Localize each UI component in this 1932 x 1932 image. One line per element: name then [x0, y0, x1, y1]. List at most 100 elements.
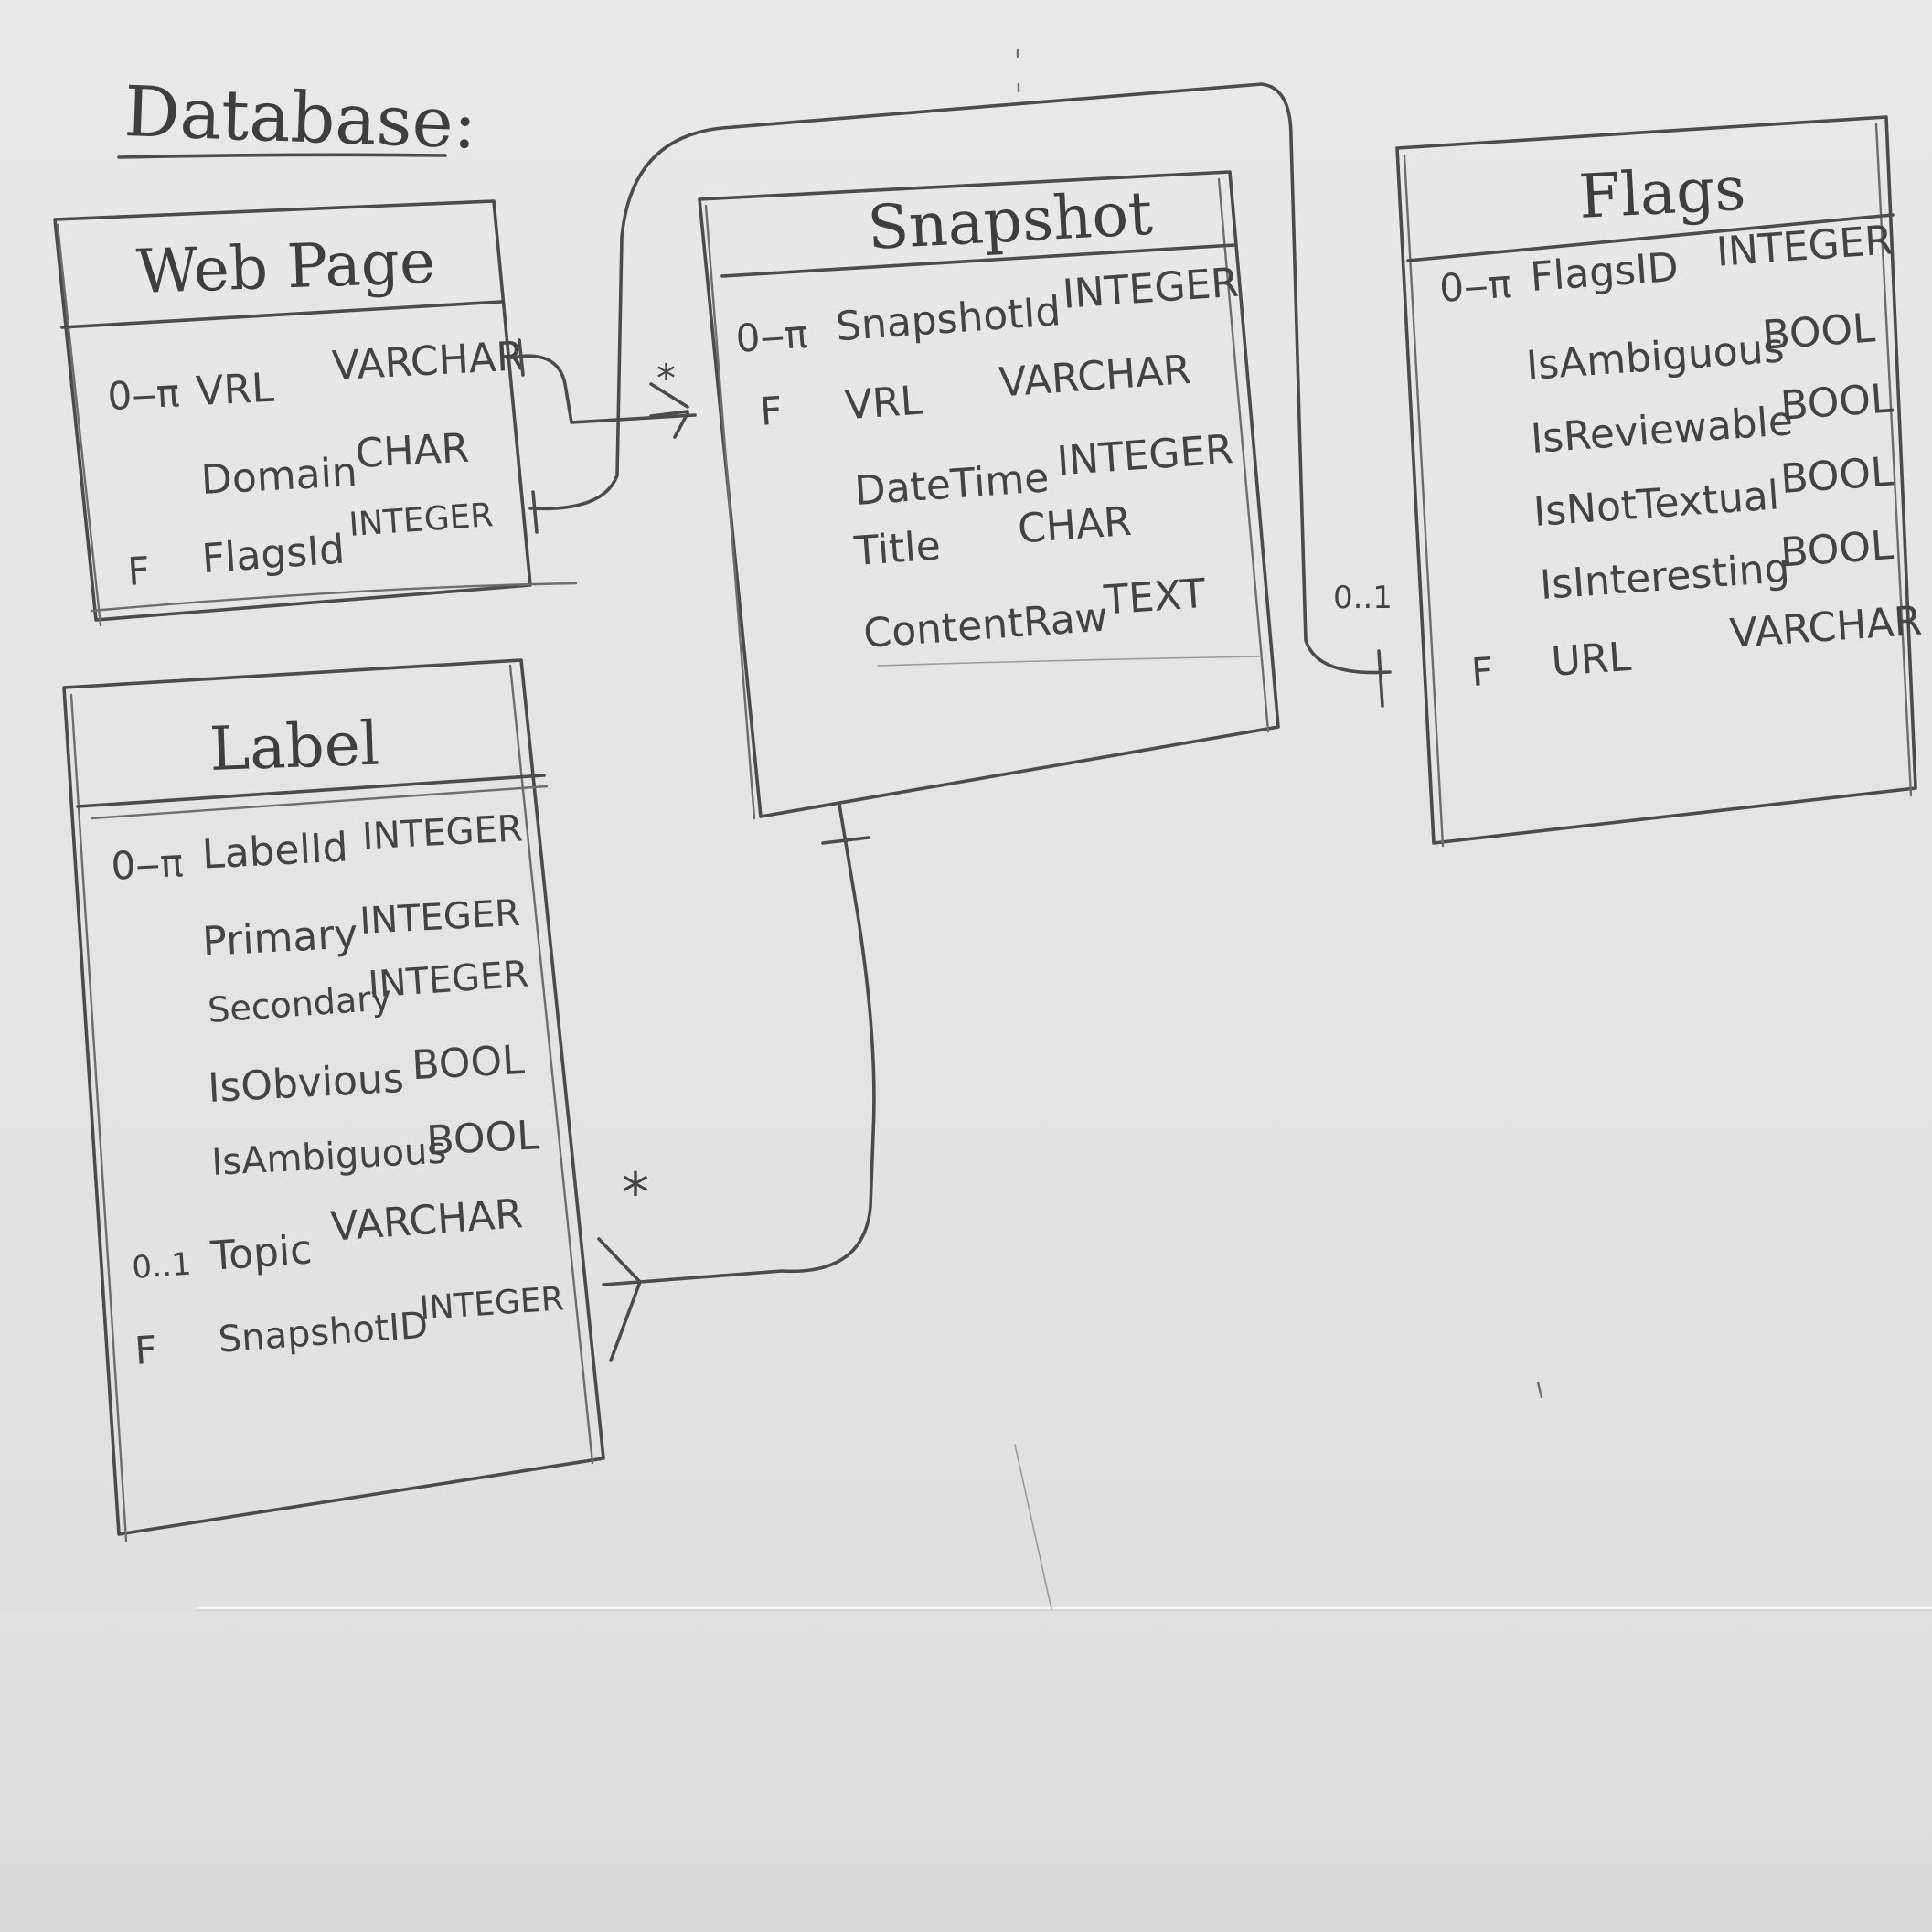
snapshot-border-right-double — [1217, 177, 1270, 733]
relationship-snapshot-flags: 0..1 — [1333, 580, 1393, 708]
snapshot-type-snapshotid: INTEGER — [1061, 260, 1240, 318]
snapshot-type-datetime: INTEGER — [1055, 426, 1234, 485]
flags-column-isreviewable: IsReviewable — [1530, 398, 1795, 463]
snapshot-row-datetime: DateTime INTEGER — [853, 426, 1234, 515]
label-row-isobvious: IsObvious BOOL — [207, 1037, 526, 1112]
foreign-key-marker: F — [759, 388, 785, 434]
stray-pencil-dots — [1016, 48, 1020, 93]
flags-row-isreviewable: IsReviewable BOOL — [1530, 375, 1895, 463]
webpage-border-extension — [90, 582, 578, 613]
title-underline — [117, 153, 447, 159]
webpage-header-divider — [60, 300, 503, 329]
snapshot-column-url: VRL — [843, 377, 924, 429]
flags-column-isinteresting: IsInteresting — [1539, 545, 1791, 609]
snapshot-column-snapshotid: SnapshotId — [834, 288, 1062, 350]
label-type-snapshotid: INTEGER — [419, 1280, 565, 1328]
label-type-isambiguous: BOOL — [425, 1112, 540, 1164]
stray-pencil-mark — [1014, 1444, 1052, 1610]
flags-header-divider — [1406, 213, 1895, 262]
webpage-column-url: VRL — [195, 365, 275, 415]
snapshot-column-title: Title — [852, 523, 943, 576]
relationship-webpage-snapshot: * — [506, 82, 1392, 675]
one-tick-mark-flags — [1377, 649, 1384, 708]
label-row-snapshotid: F SnapshotID INTEGER — [133, 1280, 565, 1373]
webpage-row-url: 0‒π VRL VARCHAR — [106, 333, 526, 419]
many-marker: * — [656, 356, 676, 400]
label-column-snapshotid: SnapshotID — [217, 1305, 429, 1361]
webpage-type-url: VARCHAR — [331, 333, 526, 390]
label-type-labelid: INTEGER — [361, 807, 524, 858]
flags-column-isnottextual: IsNotTextual — [1532, 472, 1781, 536]
snapshot-type-title: CHAR — [1016, 498, 1133, 553]
label-type-secondary: INTEGER — [367, 954, 529, 1007]
label-row-secondary: Secondary INTEGER — [207, 954, 530, 1030]
label-column-topic: Topic — [208, 1226, 314, 1280]
primary-key-marker: 0‒π — [106, 370, 180, 419]
flags-row-flagsid: 0‒π FlagsID INTEGER — [1438, 217, 1895, 311]
many-marker: * — [622, 1161, 649, 1225]
snapshot-row-title: Title CHAR — [852, 498, 1133, 576]
snapshot-type-url: VARCHAR — [998, 347, 1192, 407]
label-column-labelid: LabelId — [201, 824, 349, 878]
label-row-topic: 0..1 Topic VARCHAR — [131, 1190, 524, 1286]
webpage-column-flagsid: FlagsId — [200, 526, 346, 582]
flags-column-isambiguous: IsAmbiguous — [1525, 325, 1786, 390]
primary-key-marker: 0‒π — [110, 840, 184, 889]
relationship-snapshot-label: * — [597, 803, 876, 1362]
paper-edge — [197, 1607, 1932, 1609]
snapshot-erased-line — [877, 656, 1263, 667]
flags-type-isinteresting: BOOL — [1779, 522, 1895, 577]
webpage-title: Web Page — [135, 227, 436, 307]
diagram-title-text: Database: — [123, 70, 478, 164]
snapshot-row-snapshotid: 0‒π SnapshotId INTEGER — [734, 260, 1241, 361]
label-column-primary: Primary — [201, 911, 358, 966]
label-column-isobvious: IsObvious — [207, 1055, 405, 1112]
flags-row-url: F URL VARCHAR — [1470, 598, 1924, 695]
webpage-column-domain: Domain — [200, 449, 358, 504]
stray-pencil-dot — [1536, 1381, 1543, 1399]
one-tick-mark-lower — [531, 490, 539, 534]
flags-column-url: URL — [1550, 634, 1633, 686]
label-border-double — [69, 693, 128, 1542]
snapshot-border — [698, 170, 1280, 818]
snapshot-type-contentraw: TEXT — [1102, 571, 1207, 624]
webpage-type-flagsid: INTEGER — [347, 496, 494, 544]
flags-row-isinteresting: IsInteresting BOOL — [1539, 522, 1895, 609]
snapshot-row-contentraw: ContentRaw TEXT — [862, 571, 1207, 657]
label-topic-multiplicity: 0..1 — [131, 1246, 193, 1286]
label-column-isambiguous: IsAmbiguous — [210, 1130, 447, 1184]
flags-border-right-double — [1874, 123, 1913, 797]
connector-snapshot-label — [638, 803, 876, 1284]
label-header-divider-double — [90, 785, 549, 820]
label-type-topic: VARCHAR — [329, 1190, 524, 1251]
foreign-key-marker: F — [126, 548, 152, 594]
label-type-isobvious: BOOL — [411, 1037, 526, 1089]
multiplicity-0-1: 0..1 — [1333, 580, 1393, 616]
flags-type-isnottextual: BOOL — [1779, 449, 1895, 504]
flags-type-url: VARCHAR — [1728, 598, 1923, 658]
lower-paper-sheet — [0, 1611, 1932, 1932]
snapshot-header-divider — [720, 243, 1236, 278]
primary-key-marker: 0‒π — [734, 312, 809, 361]
diagram-title: Database: — [117, 70, 478, 164]
foreign-key-marker: F — [1470, 648, 1496, 695]
crows-foot-many — [649, 382, 689, 439]
label-border — [62, 658, 605, 1536]
snapshot-title: Snapshot — [866, 178, 1155, 263]
table-label: Label 0‒π LabelId INTEGER Primary INTEGE… — [62, 658, 605, 1542]
flags-column-flagsid: FlagsID — [1529, 244, 1680, 301]
label-border-right-double — [508, 664, 594, 1465]
label-title: Label — [208, 709, 380, 785]
flags-type-isambiguous: BOOL — [1761, 304, 1877, 359]
webpage-row-flagsid: F FlagsId INTEGER — [126, 496, 495, 594]
label-row-primary: Primary INTEGER — [201, 892, 521, 966]
label-type-primary: INTEGER — [358, 892, 521, 943]
flags-border — [1395, 115, 1917, 845]
table-webpage: Web Page 0‒π VRL VARCHAR Domain CHAR F F… — [53, 199, 578, 627]
flags-title: Flags — [1577, 154, 1747, 232]
snapshot-row-url: F VRL VARCHAR — [759, 347, 1193, 434]
flags-type-flagsid: INTEGER — [1715, 217, 1895, 275]
flags-border-double — [1403, 154, 1445, 848]
